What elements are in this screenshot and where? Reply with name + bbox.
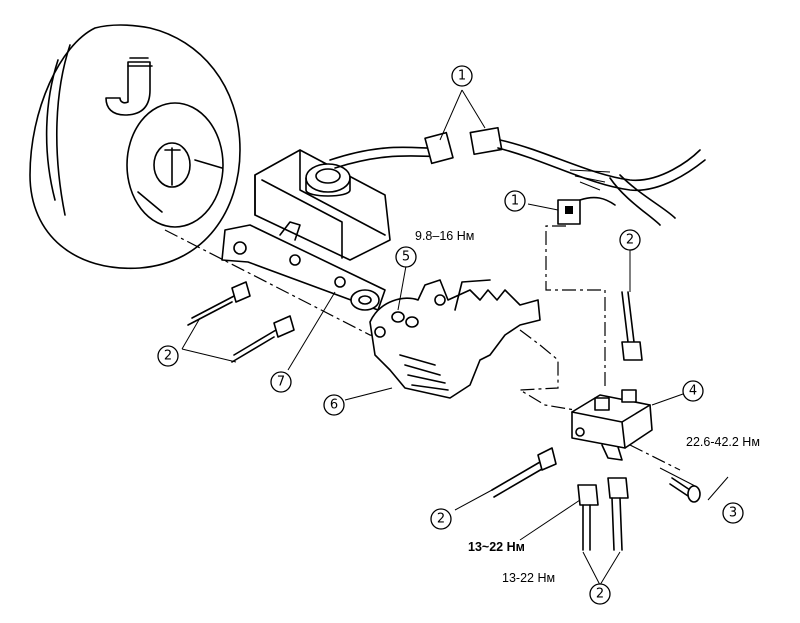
callout-2-left: 2: [157, 345, 179, 367]
wiring-harness: [329, 126, 706, 226]
callout-4-label: 4: [689, 384, 697, 399]
proportioning-valve: [571, 389, 653, 461]
callout-2-bottom-label: 2: [596, 587, 604, 602]
callout-7-label: 7: [277, 375, 285, 390]
master-cylinder: [221, 149, 391, 311]
callout-2-left-label: 2: [164, 349, 172, 364]
callout-6-label: 6: [330, 398, 338, 413]
callout-5: 5: [395, 246, 417, 268]
callout-1-lower: 1: [504, 190, 526, 212]
bracket-route-line: [518, 329, 576, 411]
callout-4: 4: [682, 380, 704, 402]
connector-route-line: [545, 225, 606, 390]
mounting-bracket: [369, 279, 541, 399]
torque-tube-b-label: 13-22 Нм: [502, 571, 555, 585]
brake-tubes: [187, 281, 643, 551]
valve-bolt-axis-line: [629, 444, 681, 471]
callout-1-upper-label: 1: [458, 69, 466, 84]
mounting-bolt: [669, 477, 701, 503]
callout-2-right-label: 2: [626, 233, 634, 248]
torque-tube-a-label: 13~22 Нм: [468, 540, 525, 554]
callout-1-lower-label: 1: [511, 194, 519, 209]
callout-6: 6: [323, 394, 345, 416]
callout-5-label: 5: [402, 250, 410, 265]
torque-bolt-label: 22.6-42.2 Нм: [686, 435, 760, 449]
callout-2-bottom: 2: [589, 583, 611, 605]
leader-lines: [181, 89, 729, 586]
torque-washer-label: 9.8–16 Нм: [415, 229, 474, 243]
booster-axis-line: [164, 229, 396, 341]
callout-2-right: 2: [619, 229, 641, 251]
callout-3: 3: [722, 502, 744, 524]
washer-nut: [391, 311, 419, 328]
callout-3-label: 3: [729, 506, 737, 521]
callout-1-upper: 1: [451, 65, 473, 87]
brake-booster: [29, 24, 241, 270]
callout-2-front: 2: [430, 508, 452, 530]
callout-7: 7: [270, 371, 292, 393]
callout-2-front-label: 2: [437, 512, 445, 527]
